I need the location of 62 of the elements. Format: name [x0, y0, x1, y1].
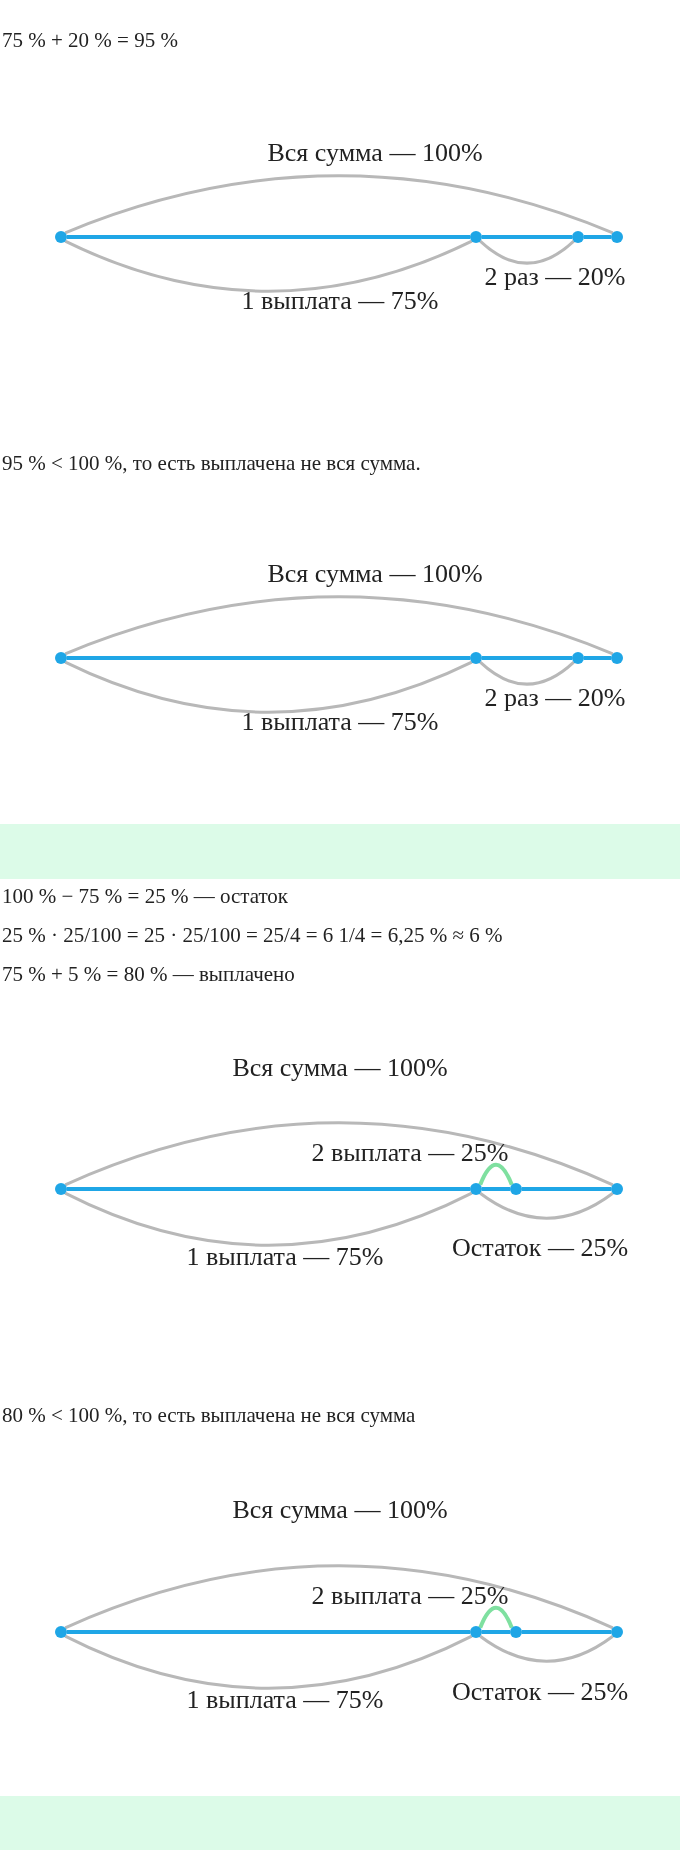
edge-label: Остаток — 25%: [451, 1233, 629, 1263]
math-statement: 75 % + 5 % = 80 % — выплачено: [2, 962, 295, 987]
arc-line: [64, 660, 473, 714]
segment-line: [584, 656, 611, 660]
point-dot: [572, 231, 584, 243]
arc-line: [479, 240, 575, 265]
arc-line: [64, 1634, 473, 1690]
point-dot: [55, 1183, 67, 1195]
edge-label: 1 выплата — 75%: [241, 286, 439, 316]
edge-label: Остаток — 25%: [451, 1677, 629, 1707]
point-dot: [470, 1183, 482, 1195]
segment-line: [482, 1630, 510, 1634]
segment-line: [584, 235, 611, 239]
math-statement: 80 % < 100 %, то есть выплачена не вся сумма: [2, 1403, 416, 1428]
point-dot: [611, 1183, 623, 1195]
arc-line: [64, 1564, 614, 1630]
point-dot: [611, 652, 623, 664]
point-dot: [510, 1626, 522, 1638]
edge-label: Вся сумма — 100%: [267, 559, 483, 589]
edge-label: Вся сумма — 100%: [232, 1053, 448, 1083]
arc-line: [64, 1121, 614, 1187]
point-dot: [470, 231, 482, 243]
arc-line: [478, 1162, 514, 1186]
edge-label: 2 выплата — 25%: [311, 1138, 509, 1168]
point-dot: [611, 231, 623, 243]
segment-line: [67, 1187, 470, 1191]
arc-line: [64, 595, 614, 656]
math-statement: 95 % < 100 %, то есть выплачена не вся сумма.: [2, 451, 421, 476]
math-formula: 75 % + 20 % = 95 %: [2, 28, 178, 53]
segment-line: [482, 1187, 510, 1191]
arc-line: [478, 1605, 514, 1629]
point-dot: [470, 1626, 482, 1638]
edge-label: 1 выплата — 75%: [186, 1685, 384, 1715]
segment-line: [67, 235, 470, 239]
point-dot: [611, 1626, 623, 1638]
arc-line: [479, 661, 575, 686]
arc-line: [479, 1634, 614, 1663]
point-dot: [572, 652, 584, 664]
edge-label: 2 раз — 20%: [484, 683, 626, 713]
arc-line: [64, 1191, 473, 1247]
point-dot: [55, 652, 67, 664]
edge-label: 1 выплата — 75%: [186, 1242, 384, 1272]
point-dot: [55, 1626, 67, 1638]
edge-label: Вся сумма — 100%: [232, 1495, 448, 1525]
math-statement: 100 % − 75 % = 25 % — остаток: [2, 884, 289, 909]
point-dot: [470, 652, 482, 664]
segment-line: [482, 235, 572, 239]
point-dot: [510, 1183, 522, 1195]
edge-label: 2 выплата — 25%: [311, 1581, 509, 1611]
segment-line: [482, 656, 572, 660]
edge-label: Вся сумма — 100%: [267, 138, 483, 168]
edge-label: 1 выплата — 75%: [241, 707, 439, 737]
segment-line: [522, 1630, 611, 1634]
segment-line: [67, 656, 470, 660]
math-formula: 25 % · 25/100 = 25 · 25/100 = 25/4 = 6 1/4 = 6,25 % ≈ 6 %: [2, 923, 503, 948]
arc-line: [64, 239, 473, 293]
edge-label: 2 раз — 20%: [484, 262, 626, 292]
arc-line: [64, 174, 614, 235]
segment-line: [522, 1187, 611, 1191]
point-dot: [55, 231, 67, 243]
arc-line: [479, 1191, 614, 1220]
segment-line: [67, 1630, 470, 1634]
